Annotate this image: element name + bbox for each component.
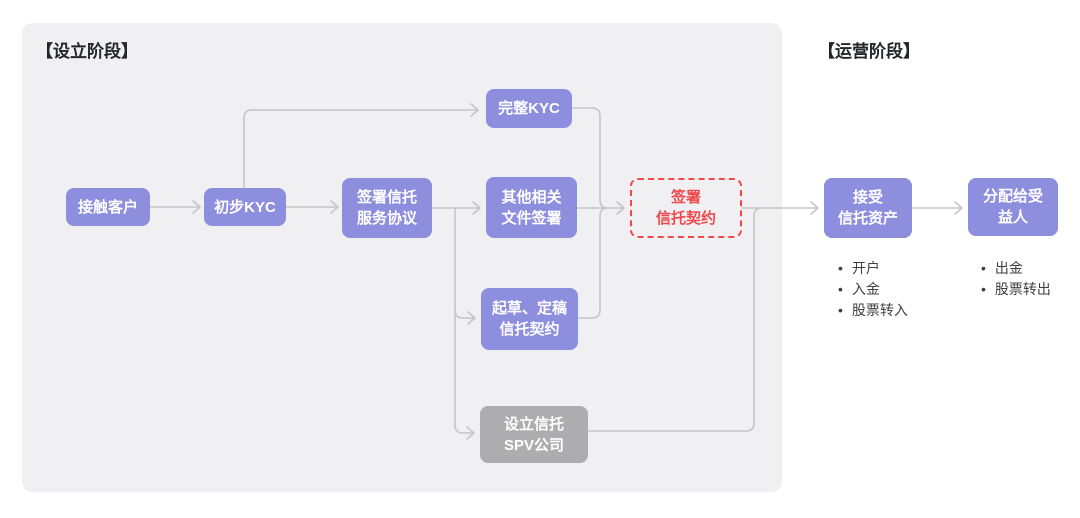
node-full-kyc: 完整KYC (486, 89, 572, 128)
connector-branch-to-spv (454, 207, 475, 440)
connector-other-docs-to-sign-deed (576, 201, 625, 215)
connector-spv-to-receive-assets (587, 207, 763, 432)
node-draft-finalize-trust-deed: 起草、定稿 信托契约 (481, 288, 578, 350)
list-item: 入金 (838, 279, 908, 300)
node-receive-trust-assets: 接受 信托资产 (824, 178, 912, 238)
node-other-documents-signing: 其他相关 文件签署 (486, 177, 577, 238)
connector-sign-deed-to-receive-assets (741, 201, 819, 215)
setup-phase-panel (22, 23, 782, 492)
node-distribute-to-beneficiaries: 分配给受 益人 (968, 178, 1058, 236)
list-item: 出金 (981, 258, 1051, 279)
setup-phase-title: 【设立阶段】 (36, 42, 138, 61)
list-item: 开户 (838, 258, 908, 279)
node-setup-trust-spv-company: 设立信托 SPV公司 (480, 406, 588, 463)
connector-preliminary-kyc-to-sign-service (285, 200, 339, 214)
connector-full-kyc-to-merge (571, 107, 609, 209)
connector-branch-to-draft-deed (454, 309, 476, 325)
node-preliminary-kyc: 初步KYC (204, 188, 286, 226)
connector-sign-service-to-other-docs (431, 201, 481, 215)
receive-assets-notes-list: 开户 入金 股票转入 (838, 258, 908, 321)
connector-preliminary-kyc-to-full-kyc (243, 103, 479, 189)
operation-phase-title: 【运营阶段】 (818, 42, 920, 61)
connector-draft-deed-to-merge (577, 207, 609, 319)
list-item: 股票转出 (981, 279, 1051, 300)
distribute-notes-list: 出金 股票转出 (981, 258, 1051, 300)
node-sign-trust-deed: 签署 信托契约 (630, 178, 742, 238)
connector-receive-to-distribute (912, 201, 963, 215)
connector-contact-to-preliminary-kyc (149, 200, 201, 214)
node-contact-customer: 接触客户 (66, 188, 150, 226)
node-sign-trust-service-agreement: 签署信托 服务协议 (342, 178, 432, 238)
list-item: 股票转入 (838, 300, 908, 321)
